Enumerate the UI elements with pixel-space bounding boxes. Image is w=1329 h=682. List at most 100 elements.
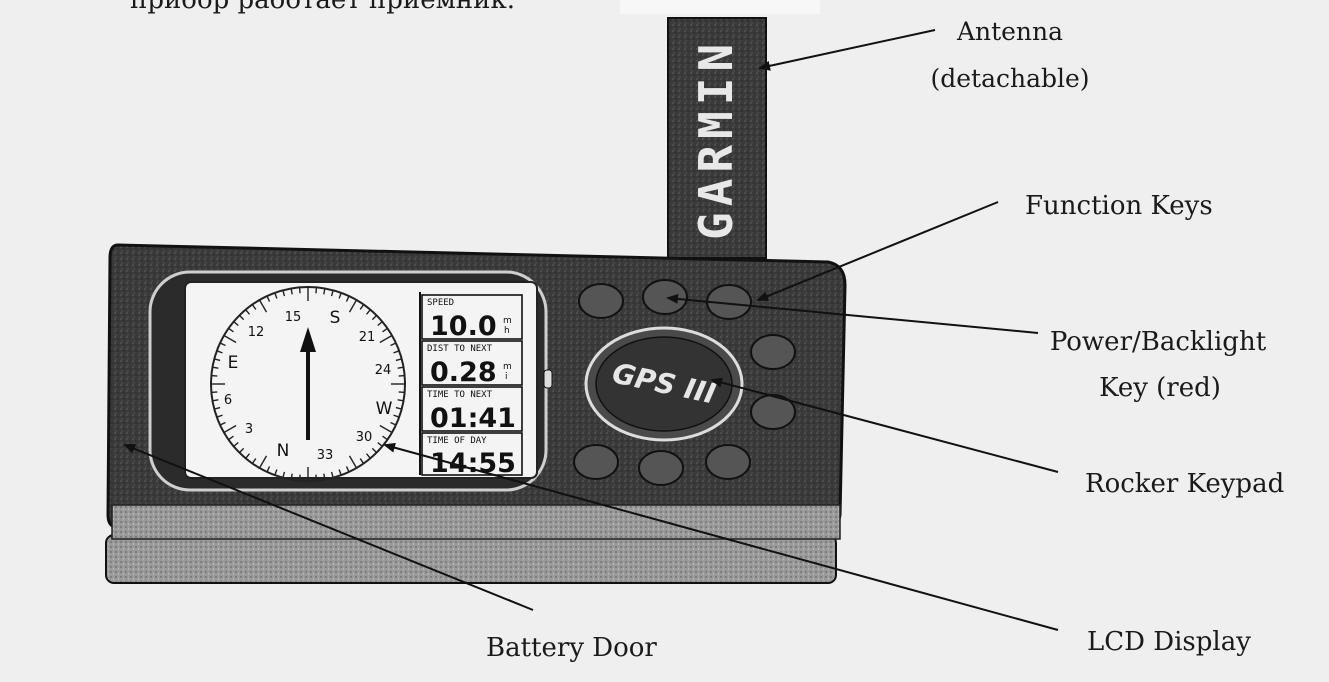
compass-tick [266,466,271,473]
lcd-display-leader [383,442,1059,631]
compass-tick [233,441,239,447]
compass-tick [323,288,326,295]
compass-tick [390,342,397,347]
compass-15: 15 [285,310,302,325]
compass-tick [365,453,371,459]
lcd-hinge [543,369,553,389]
compass-tick [398,374,405,377]
compass-tick [330,471,334,478]
compass-tick [245,309,251,315]
compass-tick [393,414,400,418]
battery-door [105,534,837,584]
time-to-next-label: TIME TO NEXT [427,390,493,400]
compass-tick [390,421,397,426]
compass-tick [393,350,400,354]
compass-tick [345,295,350,302]
compass-tick [398,391,405,394]
compass-tick [238,447,245,454]
compass-needle-head [300,327,316,352]
compass-tick [282,471,286,478]
compass-tick [238,314,245,321]
function-key-6[interactable] [573,444,619,480]
compass-tick [395,358,402,362]
dist-label: DIST TO NEXT [427,344,493,354]
compass-tick [212,399,219,402]
time-of-day-value: 14:55 [430,448,516,479]
label-antenna: Antenna [956,17,1063,46]
function-key-4[interactable] [750,334,796,370]
function-key-7[interactable] [638,450,684,486]
compass-tick [397,366,404,369]
compass-tick [214,358,221,362]
dist-value: 0.28 [430,357,497,388]
compass-tick [338,469,342,476]
lcd-data-fields: SPEED 10.0 m h DIST TO NEXT 0.28 m i TIM… [419,292,523,479]
device-lower-band [111,504,841,540]
compass-21: 21 [359,330,376,345]
label-antenna-detachable: (detachable) [930,64,1089,93]
compass-tick [397,399,404,402]
compass-tick [219,342,226,347]
compass-tick [382,327,388,333]
compass-tick [223,424,237,434]
compass-dial: S N E W 15 12 21 24 6 3 33 30 [210,286,406,482]
compass-tick [298,287,301,294]
compass-tick [371,447,378,454]
compass-tick [290,473,293,480]
speed-value: 10.0 [430,311,497,342]
label-battery-door: Battery Door [486,633,657,663]
compass-e: E [228,353,239,373]
function-key-1[interactable] [578,283,624,319]
compass-tick [395,406,402,410]
dist-unit-bottom: i [505,372,508,382]
compass-24: 24 [375,363,392,378]
compass-tick [379,334,393,344]
function-key-8[interactable] [705,444,751,480]
compass-tick [258,455,268,469]
compass-tick [359,304,365,310]
lcd-screen [184,281,538,479]
compass-tick [323,473,326,480]
function-keys-leader [756,201,999,301]
compass-tick [348,299,358,313]
compass-tick [365,309,371,315]
function-key-5[interactable] [750,394,796,430]
rocker-keypad-leader [710,377,1059,473]
compass-tick [223,334,237,344]
compass-tick [315,474,318,481]
compass-tick [274,469,278,476]
compass-tick [348,455,358,469]
compass-tick [274,292,278,299]
rocker-keypad[interactable]: GPS III [584,326,744,442]
compass-tick [338,292,342,299]
compass-n: N [277,441,290,461]
erased-text-patch [620,0,820,14]
compass-tick [315,287,318,294]
gps-device: S N E W 15 12 21 24 6 3 33 30 SPEED 10.0… [105,243,847,584]
compass-30: 30 [356,430,373,445]
time-of-day-label: TIME OF DAY [427,436,487,446]
compass-tick [290,288,293,295]
compass-tick [345,466,350,473]
function-key-2[interactable] [642,279,688,315]
compass-tick [251,458,257,464]
compass-tick [211,374,218,377]
antenna-brand: GARMIN [689,38,743,240]
compass-6: 6 [224,393,232,408]
compass-tick [219,421,226,426]
battery-door-leader [123,444,534,611]
speed-unit-bottom: h [504,326,510,336]
compass-tick [228,435,234,441]
compass-tick [211,391,218,394]
function-keys [573,279,796,486]
time-to-next-value: 01:41 [430,403,516,434]
compass-tick [258,299,268,313]
compass-tick [233,321,239,327]
label-lcd-display: LCD Display [1087,627,1251,657]
compass-tick [228,327,234,333]
compass-tick [251,304,257,310]
compass-tick [382,435,388,441]
label-power-backlight: Power/Backlight [1050,327,1267,357]
compass-tick [377,441,383,447]
